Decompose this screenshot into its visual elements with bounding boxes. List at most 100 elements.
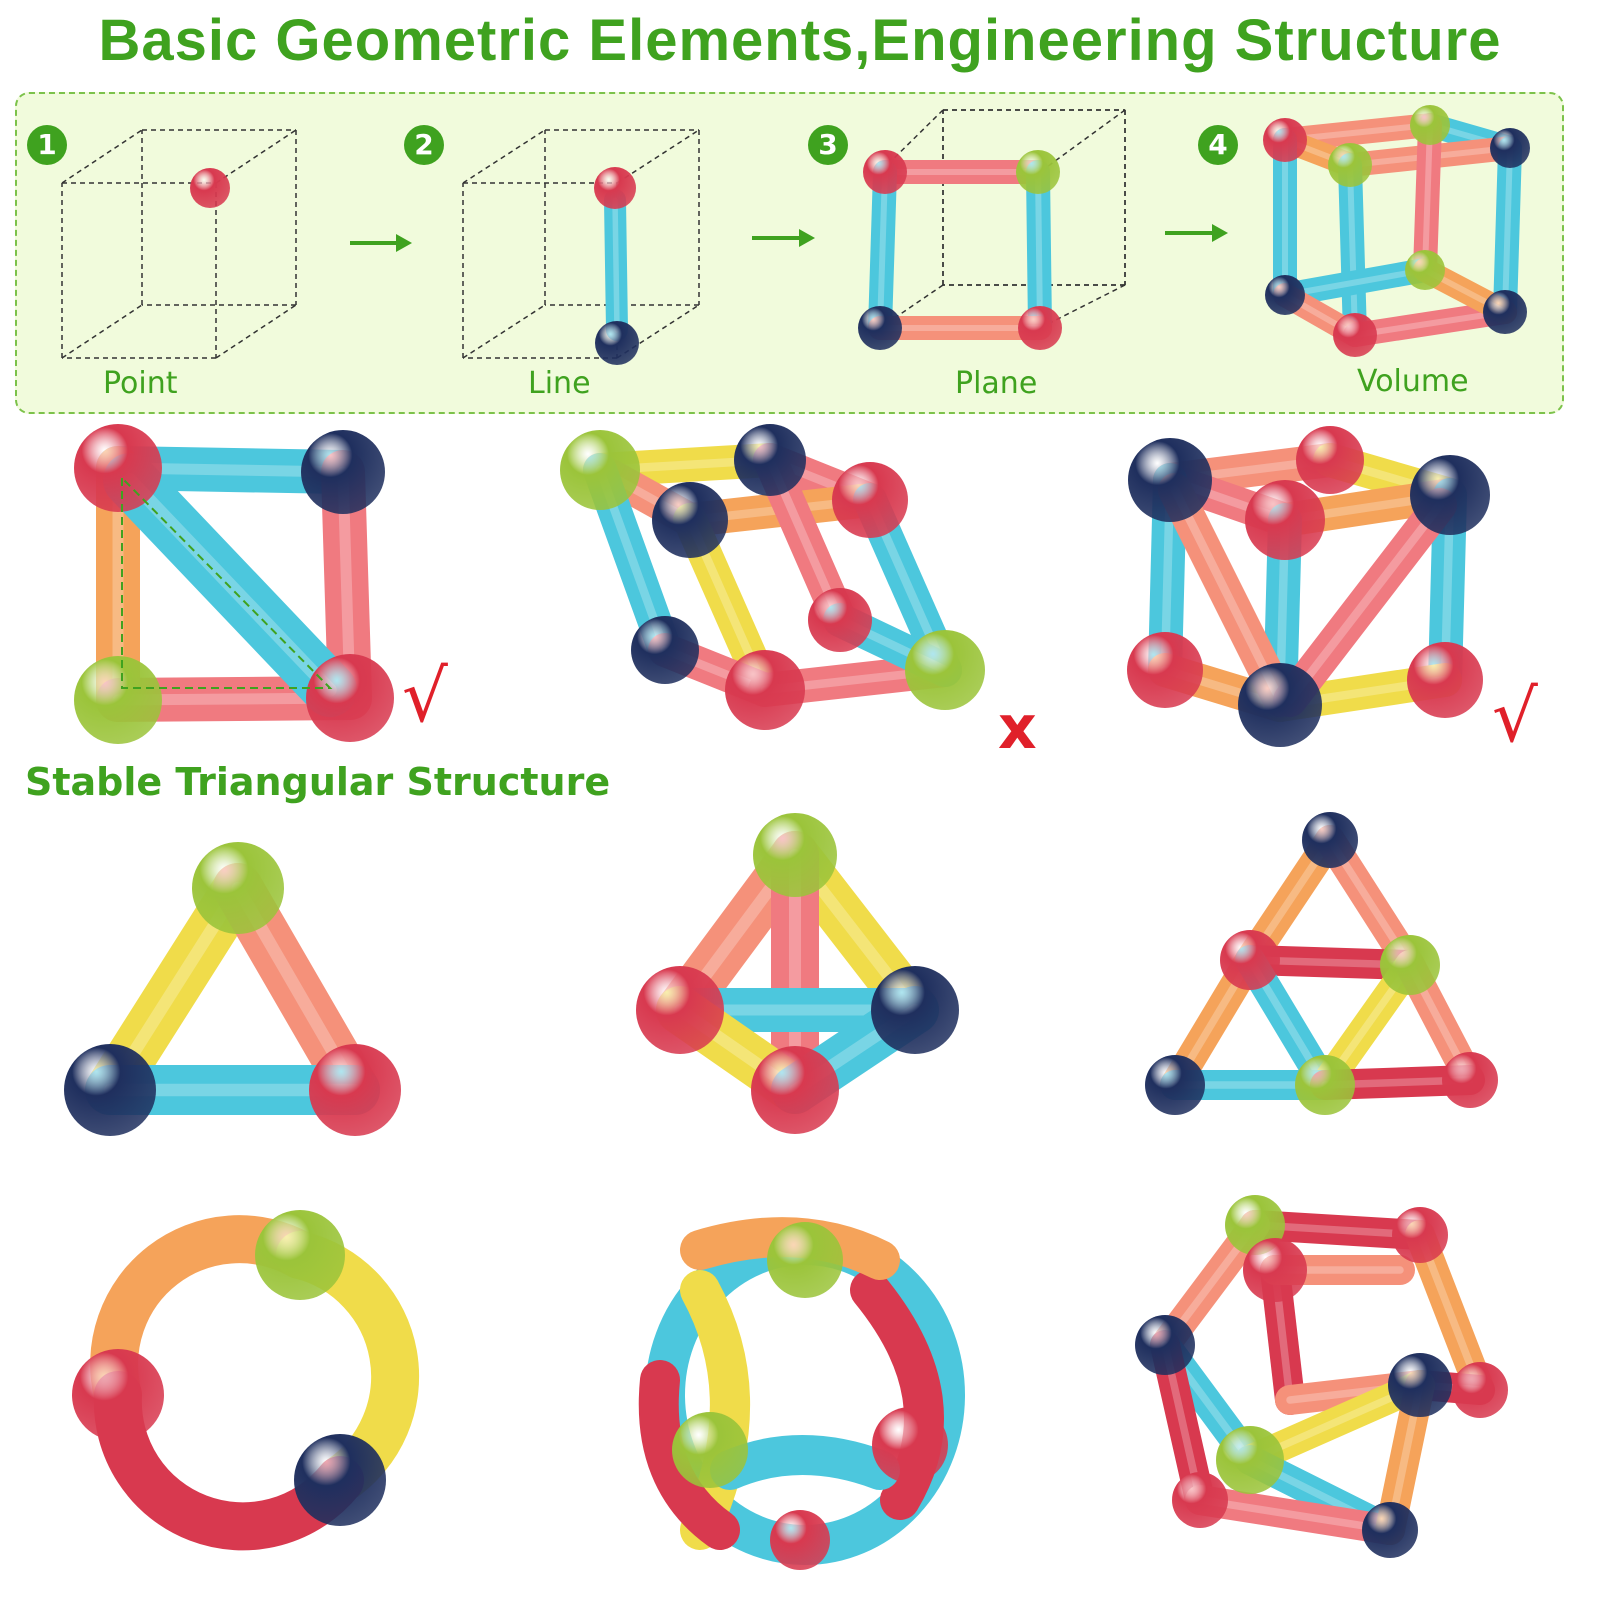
- magnetic-ball: [1380, 935, 1440, 995]
- magnetic-ball: [190, 168, 230, 208]
- magnetic-rod: [1343, 300, 1517, 347]
- magnetic-ball: [636, 966, 724, 1054]
- magnetic-ball: [753, 813, 837, 897]
- guide-line: [616, 129, 700, 184]
- page-title: Basic Geometric Elements,Engineering Str…: [98, 8, 1502, 73]
- magnetic-ball: [863, 150, 907, 194]
- guide-line: [1039, 284, 1126, 329]
- magnetic-ball: [595, 321, 639, 365]
- magnetic-ball: [1238, 663, 1322, 747]
- guide-line: [462, 304, 546, 359]
- magnetic-ball: [192, 842, 284, 934]
- curved-rod: [680, 1270, 750, 1550]
- magnetic-ball: [1295, 1055, 1355, 1115]
- magnetic-ball: [1333, 313, 1377, 357]
- magnetic-ball: [1243, 1238, 1307, 1302]
- guide-line: [462, 129, 546, 184]
- magnetic-rod: [1026, 160, 1052, 340]
- rod-groove: [877, 169, 888, 331]
- magnetic-rod: [1493, 136, 1522, 324]
- magnetic-ball: [751, 1046, 839, 1134]
- curved-rod: [638, 1360, 740, 1550]
- magnetic-ball: [1263, 118, 1307, 162]
- magnetic-ball: [734, 424, 806, 496]
- magnetic-rod: [1413, 113, 1442, 282]
- guide-line: [616, 304, 700, 359]
- magnetic-ball: [1362, 1502, 1418, 1558]
- magnetic-ball: [1407, 642, 1483, 718]
- magnetic-ball: [1483, 290, 1527, 334]
- step-label-line: Line: [528, 366, 591, 401]
- magnetic-ball: [871, 966, 959, 1054]
- magnetic-ball: [725, 650, 805, 730]
- magnetic-ball: [1172, 1472, 1228, 1528]
- magnetic-rod: [1158, 473, 1297, 717]
- magnetic-ball: [1410, 455, 1490, 535]
- magnetic-rod: [604, 189, 628, 341]
- magnetic-ball: [1265, 275, 1305, 315]
- step-number-3: 3: [808, 125, 848, 165]
- step-number-4: 4: [1198, 125, 1238, 165]
- magnetic-ball: [306, 654, 394, 742]
- arrow-head-icon: [1212, 224, 1228, 242]
- magnetic-ball: [72, 1349, 164, 1441]
- rod-groove: [612, 197, 620, 333]
- magnetic-ball: [1245, 480, 1325, 560]
- magnetic-ball: [767, 1222, 843, 1298]
- rod-groove: [1502, 145, 1513, 315]
- magnetic-rod: [1273, 488, 1457, 717]
- magnetic-ball: [594, 167, 636, 209]
- magnetic-ball: [631, 616, 699, 684]
- magnetic-rod: [1338, 153, 1367, 347]
- step-number-1: 1: [27, 125, 67, 165]
- magnetic-ball: [1296, 426, 1364, 494]
- magnetic-ball: [1452, 1362, 1508, 1418]
- arrow-head-icon: [396, 234, 412, 252]
- magnetic-ball: [1220, 930, 1280, 990]
- cross-mark-icon: x: [998, 693, 1037, 763]
- magnetic-ball: [1490, 128, 1530, 168]
- arrow-head-icon: [799, 229, 815, 247]
- guide-line: [61, 129, 143, 184]
- magnetic-ball: [1128, 438, 1212, 522]
- magnetic-ball: [1392, 1207, 1448, 1263]
- rod-groove: [1282, 267, 1428, 298]
- check-mark-icon: √: [402, 654, 448, 738]
- rod-groove: [1285, 500, 1445, 705]
- magnetic-ball: [1216, 1426, 1284, 1494]
- magnetic-ball: [74, 656, 162, 744]
- magnetic-ball: [1405, 250, 1445, 290]
- magnetic-ball: [255, 1210, 345, 1300]
- magnetic-ball: [770, 1510, 830, 1570]
- stable-structure-caption: Stable Triangular Structure: [25, 760, 611, 804]
- magnetic-ball: [858, 306, 902, 350]
- magnetic-ball: [301, 430, 385, 514]
- rod-groove: [123, 473, 337, 697]
- magnetic-ball: [1410, 105, 1450, 145]
- magnetic-ball: [560, 430, 640, 510]
- rod-groove: [1035, 169, 1043, 331]
- magnetic-ball: [1127, 632, 1203, 708]
- rod-groove: [1170, 485, 1285, 705]
- magnetic-ball: [1328, 143, 1372, 187]
- magnetic-ball: [294, 1434, 386, 1526]
- magnetic-ball: [652, 482, 728, 558]
- step-label-volume: Volume: [1357, 364, 1469, 399]
- magnetic-rod: [868, 160, 897, 340]
- magnetic-ball: [1016, 150, 1060, 194]
- step-label-point: Point: [103, 366, 178, 401]
- rod-groove: [1347, 162, 1358, 338]
- magnetic-rod: [1185, 1485, 1405, 1545]
- magnetic-ball: [1018, 306, 1062, 350]
- magnetic-ball: [1302, 812, 1358, 868]
- rod-groove: [1196, 1496, 1394, 1534]
- guide-line: [215, 129, 297, 184]
- magnetic-ball: [1442, 1052, 1498, 1108]
- magnetic-ball: [832, 462, 908, 538]
- magnetic-ball: [905, 630, 985, 710]
- guide-line: [215, 304, 297, 359]
- magnetic-rod: [103, 453, 357, 717]
- magnetic-ball: [64, 1044, 156, 1136]
- guide-line: [61, 304, 143, 359]
